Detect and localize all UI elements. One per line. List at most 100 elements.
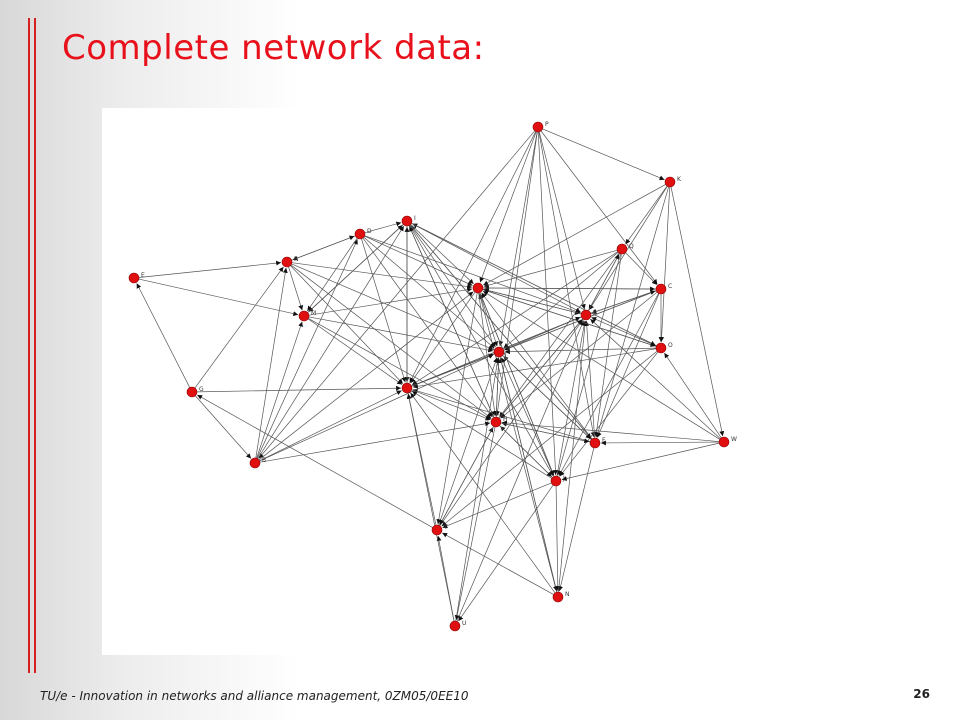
edge-Q-F bbox=[594, 253, 622, 438]
edge-E-R bbox=[138, 260, 282, 278]
edge-R-V bbox=[291, 263, 494, 350]
node-circle-M bbox=[298, 310, 310, 322]
edge-P-J bbox=[537, 131, 558, 476]
edge-V-N bbox=[499, 356, 558, 592]
node-G: G bbox=[186, 386, 204, 398]
edge-R-M bbox=[288, 266, 304, 311]
edge-B-D bbox=[256, 239, 358, 459]
edge-F-A bbox=[481, 292, 593, 440]
edge-M-A bbox=[308, 287, 473, 316]
edge-I-V bbox=[409, 224, 496, 348]
node-label-T: T bbox=[443, 524, 448, 531]
left-red-rule-inner bbox=[34, 18, 36, 673]
edge-K-A bbox=[483, 184, 666, 286]
node-O: O bbox=[655, 342, 673, 354]
edge-D-A bbox=[364, 235, 473, 286]
node-label-D: D bbox=[367, 228, 372, 235]
node-label-Q: Q bbox=[629, 243, 634, 250]
edge-W-O bbox=[664, 352, 722, 439]
node-H: H bbox=[490, 416, 508, 428]
node-B: B bbox=[249, 457, 266, 469]
edge-R-A bbox=[291, 262, 473, 289]
node-label-M: M bbox=[311, 310, 316, 317]
node-circle-A bbox=[472, 282, 484, 294]
edge-G-B bbox=[195, 395, 252, 459]
edge-B-L bbox=[259, 390, 402, 462]
edge-D-L bbox=[361, 238, 407, 383]
edge-A-H bbox=[478, 292, 497, 417]
edge-S-A bbox=[483, 288, 582, 315]
edge-H-T bbox=[439, 426, 494, 525]
edge-P-L bbox=[409, 131, 537, 383]
node-circle-R bbox=[281, 256, 293, 268]
edge-J-L bbox=[411, 390, 552, 479]
edge-L-H bbox=[411, 389, 491, 421]
edge-P-B bbox=[258, 130, 536, 459]
edge-B-R bbox=[255, 267, 288, 459]
edge-B-I bbox=[257, 225, 405, 459]
edge-H-F bbox=[500, 422, 590, 444]
edge-N-A bbox=[478, 293, 558, 593]
edge-A-C bbox=[482, 286, 656, 292]
edge-C-J bbox=[558, 293, 659, 476]
node-F: F bbox=[589, 437, 606, 449]
edge-U-L bbox=[406, 393, 455, 622]
node-circle-N bbox=[552, 591, 564, 603]
node-circle-Q bbox=[616, 243, 628, 255]
edge-K-O bbox=[659, 186, 671, 343]
node-label-F: F bbox=[602, 437, 606, 444]
node-W: W bbox=[718, 436, 737, 448]
edge-A-L bbox=[410, 291, 476, 384]
node-circle-V bbox=[493, 346, 505, 358]
edge-P-C bbox=[540, 130, 658, 285]
edge-H-S bbox=[498, 319, 583, 419]
edge-H-V bbox=[495, 357, 501, 418]
edge-P-S bbox=[538, 131, 586, 310]
page-number: 26 bbox=[913, 687, 930, 701]
node-T: T bbox=[431, 524, 448, 536]
edge-I-J bbox=[409, 225, 554, 476]
node-circle-L bbox=[401, 382, 413, 394]
edge-J-V bbox=[501, 357, 555, 477]
edge-F-S bbox=[584, 320, 595, 439]
edge-J-T bbox=[442, 482, 552, 529]
network-edges bbox=[136, 128, 725, 622]
node-label-G: G bbox=[199, 386, 204, 393]
edge-B-M bbox=[256, 321, 303, 459]
edge-B-A bbox=[258, 291, 474, 461]
edge-D-V bbox=[363, 236, 495, 349]
node-label-R: R bbox=[294, 256, 298, 263]
node-J: J bbox=[550, 475, 565, 487]
node-label-A: A bbox=[485, 282, 490, 289]
node-circle-F bbox=[589, 437, 601, 449]
node-circle-S bbox=[580, 309, 592, 321]
edge-R-L bbox=[290, 265, 404, 384]
edge-N-T bbox=[442, 532, 554, 595]
edge-O-L bbox=[412, 348, 657, 389]
edge-S-C bbox=[590, 290, 656, 314]
node-L: L bbox=[401, 382, 418, 394]
edge-I-A bbox=[410, 224, 474, 285]
edge-D-I bbox=[364, 221, 402, 234]
edge-P-K bbox=[542, 128, 665, 181]
node-E: E bbox=[128, 272, 145, 284]
edge-O-T bbox=[441, 350, 658, 527]
node-circle-H bbox=[490, 416, 502, 428]
node-S: S bbox=[580, 309, 597, 321]
node-K: K bbox=[664, 176, 682, 188]
edge-T-L bbox=[406, 393, 437, 526]
edge-J-U bbox=[458, 484, 554, 622]
edge-O-J bbox=[559, 351, 659, 477]
node-M: M bbox=[298, 310, 316, 322]
edge-M-I bbox=[307, 224, 403, 313]
node-label-I: I bbox=[414, 215, 416, 222]
edge-W-A bbox=[482, 290, 720, 440]
edge-D-S bbox=[364, 235, 581, 314]
edge-M-H bbox=[308, 318, 491, 420]
edge-B-V bbox=[259, 354, 494, 462]
edge-H-I bbox=[409, 226, 495, 418]
edge-H-J bbox=[499, 425, 552, 478]
edge-G-R bbox=[194, 266, 284, 389]
edge-N-S bbox=[558, 320, 588, 593]
